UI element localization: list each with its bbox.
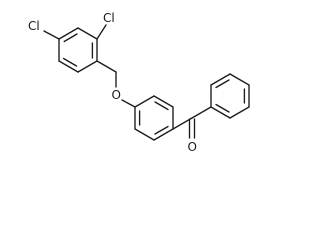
chlorine-atom-left: Cl: [28, 19, 40, 33]
bond: [229, 106, 250, 119]
double-bond: [154, 101, 169, 111]
ether-oxygen-atom: O: [112, 88, 121, 102]
bond: [134, 95, 155, 108]
double-bond: [154, 125, 169, 135]
bond: [134, 128, 155, 141]
chlorine-atom-top: Cl: [103, 11, 115, 25]
bond: [77, 60, 98, 73]
phenylene-ring: [134, 95, 174, 141]
bond-o-aryl: [121, 99, 136, 108]
dichlorophenyl-ring: [58, 27, 98, 73]
bond: [229, 73, 250, 86]
double-bond: [62, 57, 78, 67]
phenyl-ring: [210, 73, 250, 119]
double-bond: [215, 79, 230, 89]
double-bond: [215, 103, 230, 113]
bond: [210, 73, 231, 86]
bond-carbonyl-phenyl: [191, 106, 212, 119]
bond: [77, 27, 98, 40]
carbonyl-oxygen-atom: O: [188, 140, 197, 154]
bond: [153, 128, 174, 141]
bond: [153, 95, 174, 108]
molecule-structure: Cl Cl O O: [28, 11, 250, 154]
double-bond: [63, 33, 78, 43]
bond-c-cl-top: [96, 24, 107, 40]
bond: [58, 60, 79, 73]
bond: [58, 27, 79, 40]
bond-c-cl-left: [43, 30, 60, 40]
bond: [210, 106, 231, 119]
bond-ch2: [96, 60, 117, 73]
